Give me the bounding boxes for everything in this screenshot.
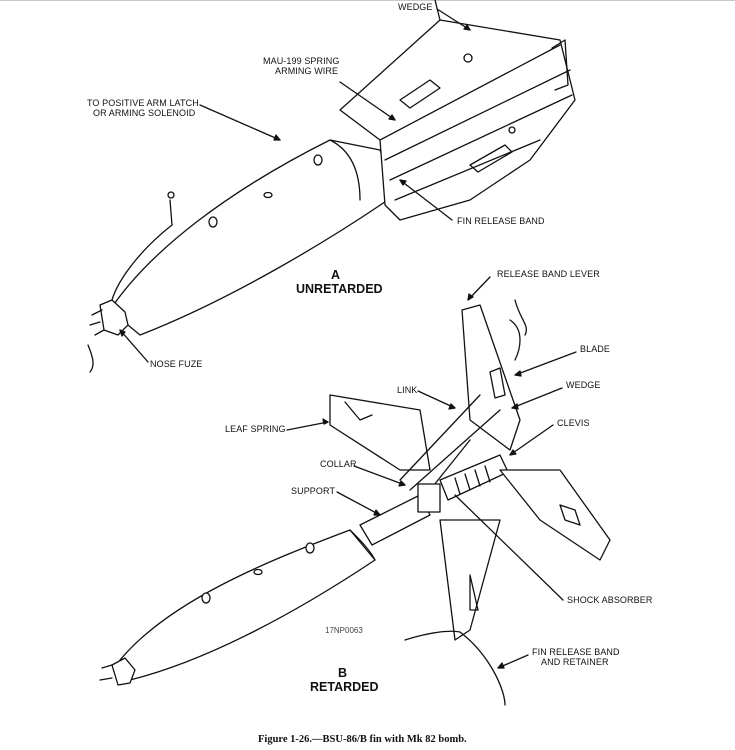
label-release-band-lever: RELEASE BAND LEVER: [497, 269, 600, 279]
view-a-title: UNRETARDED: [296, 282, 383, 296]
label-leaf-spring: LEAF SPRING: [225, 424, 286, 434]
fin-assembly-a: [339, 19, 576, 221]
unretarded-bomb-illustration: [87, 0, 576, 373]
label-fin-band-line1: FIN RELEASE BAND: [532, 647, 620, 657]
view-a-letter: A: [331, 268, 341, 282]
label-support: SUPPORT: [291, 486, 336, 496]
bomb-body-a: [109, 139, 396, 336]
retarded-bomb-illustration: [99, 299, 611, 706]
view-b-letter: B: [338, 666, 348, 680]
leader-lines: [119, 8, 577, 669]
bomb-body-b: [119, 529, 376, 681]
label-arming-wire-line2: ARMING WIRE: [275, 66, 339, 76]
shock-absorber: [439, 454, 509, 501]
figure-caption: Figure 1-26.—BSU-86/B fin with Mk 82 bom…: [258, 734, 467, 745]
support-tube: [359, 494, 431, 546]
nose-fuze-b: [111, 657, 136, 686]
label-collar: COLLAR: [320, 459, 357, 469]
label-blade: BLADE: [580, 344, 611, 354]
blade-right: [499, 469, 611, 561]
label-arming-wire-line1: MAU-199 SPRING: [263, 56, 340, 66]
page-top-border: [0, 0, 735, 1]
view-b-title: RETARDED: [310, 680, 379, 694]
label-link: LINK: [397, 385, 418, 395]
label-fin-release-band: FIN RELEASE BAND: [457, 216, 545, 226]
label-arm-latch-line2: OR ARMING SOLENOID: [93, 108, 196, 118]
label-wedge-a: WEDGE: [398, 2, 433, 12]
label-arm-latch-line1: TO POSITIVE ARM LATCH: [87, 98, 199, 108]
release-band: [404, 630, 506, 706]
drawing-code: 17NP0063: [325, 626, 363, 635]
label-nose-fuze: NOSE FUZE: [150, 359, 203, 369]
label-clevis: CLEVIS: [557, 418, 590, 428]
label-wedge-b: WEDGE: [566, 380, 601, 390]
label-fin-band-line2: AND RETAINER: [541, 657, 609, 667]
label-shock-absorber: SHOCK ABSORBER: [567, 595, 653, 605]
